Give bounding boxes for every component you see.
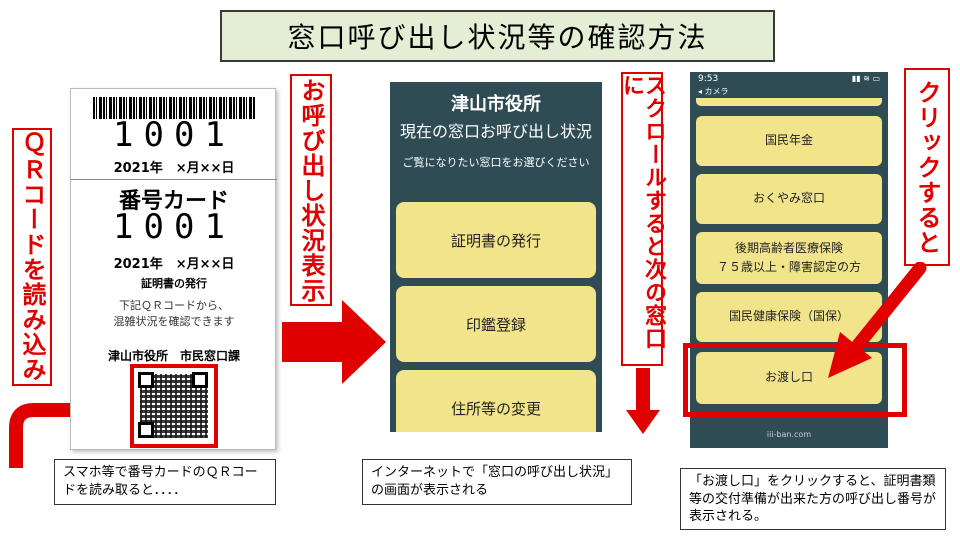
label-qr-read: ＱＲコードを読み込み [12,128,52,386]
ticket-date-top: 2021年 ×月××日 [113,161,235,176]
phone-screen-windows: 9:53 ◂ カメラ ▮▮ ≋ ▭ 国民年金 おくやみ窓口 後期高齢者医療保険 … [690,72,888,448]
window-button-health-insurance[interactable]: 国民健康保険（国保） [696,292,882,342]
window-button-address[interactable]: 住所等の変更 [396,370,596,432]
status-icons: ▮▮ ≋ ▭ [851,74,880,83]
qr-finder-icon [138,422,154,438]
ticket-service: 証明書の発行 [141,277,207,290]
elderly-line1: 後期高齢者医療保険 [734,240,843,255]
phone1-heading: 現在の窓口お呼び出し状況 [399,122,592,141]
window-button-pension[interactable]: 国民年金 [696,116,882,166]
ticket-number-top: 1001 [113,115,235,155]
qr-code-frame[interactable] [130,364,218,448]
caption-step3: 「お渡し口」をクリックすると、証明書類等の交付準備が出来た方の呼び出し番号が表示… [680,468,946,530]
window-button-seal[interactable]: 印鑑登録 [396,286,596,362]
elderly-line2: ７５歳以上・障害認定の方 [716,260,861,274]
number-card-ticket: 1001 2021年 ×月××日 番号カード 1001 2021年 ×月××日 … [70,88,277,450]
down-arrow-icon [626,368,660,434]
window-button-condolence[interactable]: おくやみ窓口 [696,174,882,224]
label-scroll-next: スクロールすると次の窓口に [619,72,666,366]
back-to-camera-link[interactable]: ◂ カメラ [698,87,729,96]
barcode-icon [93,97,255,119]
label-status-display: お呼び出し状況表示 [290,74,332,306]
qr-finder-icon [192,372,208,388]
status-time: 9:53 [698,74,719,84]
ticket-note-line2: 混雑状況を確認できます [113,315,235,328]
ticket-office: 津山市役所 市民窓口課 [107,349,240,363]
phone-screen-status: 津山市役所 現在の窓口お呼び出し状況 ご覧になりたい窓口をお選びください 証明書… [390,82,602,432]
handover-highlight [683,343,907,417]
page-title: 窓口呼び出し状況等の確認方法 [220,10,775,62]
caption-step1: スマホ等で番号カードのＱＲコードを読み取ると．．．． [54,459,276,505]
ticket-date-main: 2021年 ×月××日 [113,257,235,272]
label-click: クリックすると [904,68,950,266]
previous-button-edge [696,98,882,106]
ticket-note-line1: 下記ＱＲコードから、 [119,299,229,312]
phone1-city: 津山市役所 [451,94,541,115]
phone1-prompt: ご覧になりたい窓口をお選びください [402,156,590,169]
ticket-number-main: 1001 [113,207,235,247]
ticket-divider [71,179,277,180]
qr-finder-icon [138,372,154,388]
window-button-certificate[interactable]: 証明書の発行 [396,202,596,278]
caption-step2: インターネットで「窓口の呼び出し状況」の画面が表示される [362,459,632,505]
window-button-elderly-insurance[interactable]: 後期高齢者医療保険 ７５歳以上・障害認定の方 [696,232,882,284]
ticket-card-title: 番号カード [118,188,229,214]
footer-url: iii-ban.com [766,430,812,439]
right-arrow-icon [282,300,386,384]
diagonal-arrow-icon [828,262,927,378]
